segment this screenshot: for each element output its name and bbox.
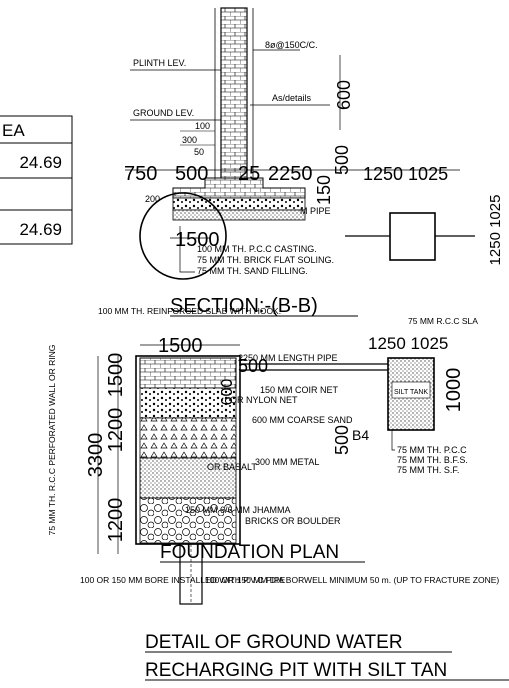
dim-50: 50 [194,147,204,157]
label-silt-tank: SILT TANK [394,389,428,396]
dim-500: 500 [175,163,208,185]
label-tank-pcc: 75 MM TH. P.C.C [397,445,467,455]
title-line-1: DETAIL OF GROUND WATER [145,632,403,653]
dim-500-right: 500 [332,425,352,455]
dim-1500: 1500 [175,229,220,251]
label-slab: 100 MM TH. REINFORCED SLAB WITH HOOK. [98,306,281,316]
foundation-plan: 100 MM TH. REINFORCED SLAB WITH HOOK. 75… [47,306,499,605]
section-bb: PLINTH LEV. 8ø@150C/C. As/details GROUND… [124,7,504,317]
label-length-pipe: 2250 MM LENGTH PIPE [238,353,338,363]
label-coir: 150 MM COIR NET [260,385,339,395]
label-wall: 75 MM TH. R.C.C PERFORATED WALL OR RING [47,345,57,536]
label-as-details: As/details [272,93,312,103]
title-line-2: RECHARGING PIT WITH SILT TAN [145,660,447,681]
label-sand: 75 MM TH. SAND FILLING. [197,266,308,276]
section-title: SECTION:-(B-B) [170,295,318,317]
label-sand: 600 MM COARSE SAND [252,415,353,425]
label-borwell: 100 OR 150 MM DIA BORWELL MINIMUM 50 m. … [205,575,499,585]
table-header: EA [2,121,25,140]
label-b4: B4 [352,427,369,443]
dim-1200-lower: 1200 [105,498,127,543]
label-rebar: 8ø@150C/C. [265,40,318,50]
label-rcc-slab: 75 MM R.C.C SLA [408,316,478,326]
dim-pair-top: 1250 1025 [368,334,448,353]
dim-2250: 2250 [268,163,313,185]
label-bore-installed: 100 OR 150 MM BORE INSTALLED WITH P.V.C … [80,575,286,585]
table-cell: 24.69 [19,220,62,239]
label-jhamma: 150 MM 6/6 MM JHAMMA [185,505,291,515]
label-ground: GROUND LEV. [133,108,194,118]
dim-1000: 1000 [443,368,465,413]
label-metal: 300 MM METAL [255,457,319,467]
dim-100: 100 [195,121,210,131]
label-pcc: 100 MM TH. P.C.C CASTING. [197,244,317,254]
dim-500-pit: 500 [238,356,268,376]
dim-pair: 1250 1025 [363,164,448,184]
dim-left-top: 1500 [105,353,127,398]
dim-600-pit: 600 [219,379,236,406]
dim-1500-top: 1500 [158,335,203,357]
plan-title: FOUNDATION PLAN [160,542,339,563]
dim-500-vertical: 500 [332,145,352,175]
table-cell: 24.69 [19,153,62,172]
dim-3300: 3300 [85,433,107,478]
dim-200: 200 [145,194,160,204]
dim-150: 150 [314,175,334,205]
label-basalt: OR BASALT [207,462,257,472]
label-plinth: PLINTH LEV. [133,58,186,68]
dim-1200-upper: 1200 [105,408,127,453]
dim-600: 600 [334,80,354,110]
dim-vertical-pair: 1250 1025 [487,195,504,266]
dim-25: 25 [238,163,260,185]
drawing-title: DETAIL OF GROUND WATER RECHARGING PIT WI… [145,632,509,681]
dim-750: 750 [124,163,157,185]
label-tank-bfs: 75 MM TH. B.F.S. [397,455,468,465]
label-pipe: M PIPE [300,206,331,216]
label-tank-sf: 75 MM TH. S.F. [397,465,459,475]
dim-300: 300 [182,135,197,145]
area-table: EA 24.69 24.69 [0,115,73,245]
label-nylon: OR NYLON NET [230,395,298,405]
label-bricks: BRICKS OR BOULDER [245,516,341,526]
label-brick: 75 MM TH. BRICK FLAT SOLING. [197,255,334,265]
